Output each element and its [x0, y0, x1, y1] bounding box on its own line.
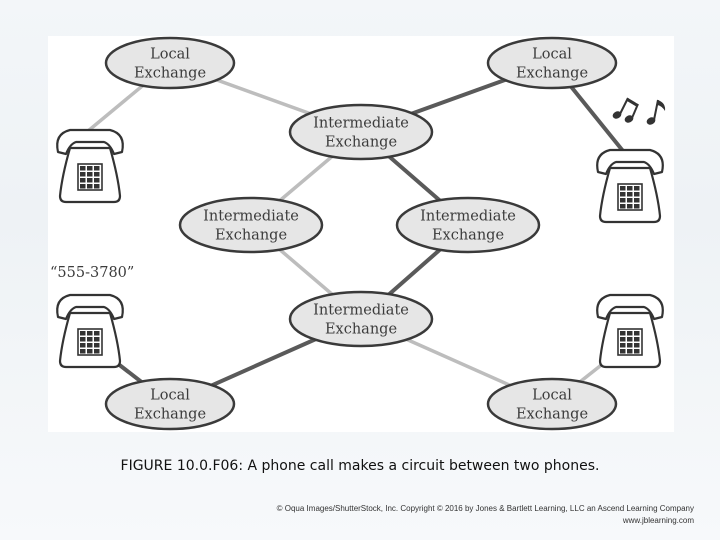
exchange-label-line: Exchange: [325, 135, 397, 151]
figure-caption: FIGURE 10.0.F06: A phone call makes a ci…: [0, 458, 720, 474]
exchange-label-line: Intermediate: [313, 303, 409, 319]
music-notes-icon: [612, 97, 666, 125]
phone-bottom-right-telephone-icon: [596, 293, 664, 369]
caption-text: A phone call makes a circuit between two…: [247, 458, 600, 474]
phone-bottom-left-telephone-icon: [56, 293, 124, 369]
exchange-label-line: Exchange: [215, 228, 287, 244]
phone-top-right-telephone-icon: [596, 148, 664, 224]
exchange-label-line: Local: [150, 47, 190, 63]
exchange-label-line: Local: [532, 47, 572, 63]
phone-network-diagram: LocalExchangeLocalExchangeIntermediateEx…: [50, 36, 666, 431]
exchange-layer: LocalExchangeLocalExchangeIntermediateEx…: [104, 36, 618, 431]
credit-line: © Oqua Images/ShutterStock, Inc. Copyrig…: [276, 504, 694, 513]
exchange-label-line: Exchange: [516, 407, 588, 423]
exchange-label-line: Local: [150, 388, 190, 404]
exchange-label-line: Exchange: [516, 66, 588, 82]
exchange-label-line: Intermediate: [420, 209, 516, 225]
dialed-number-label: “555-3780”: [50, 265, 134, 281]
exchange-label-line: Local: [532, 388, 572, 404]
publisher-url: www.jblearning.com: [622, 516, 694, 525]
exchange-label-line: Exchange: [134, 66, 206, 82]
exchange-label-line: Exchange: [432, 228, 504, 244]
exchange-label-line: Intermediate: [203, 209, 299, 225]
exchange-label-line: Intermediate: [313, 116, 409, 132]
exchange-label-line: Exchange: [134, 407, 206, 423]
copyright-credit: © Oqua Images/ShutterStock, Inc. Copyrig…: [277, 503, 694, 527]
phone-top-left-telephone-icon: [56, 128, 124, 204]
figure-number: FIGURE 10.0.F06:: [120, 458, 244, 474]
exchange-label-line: Exchange: [325, 322, 397, 338]
phone-layer: [56, 128, 664, 369]
